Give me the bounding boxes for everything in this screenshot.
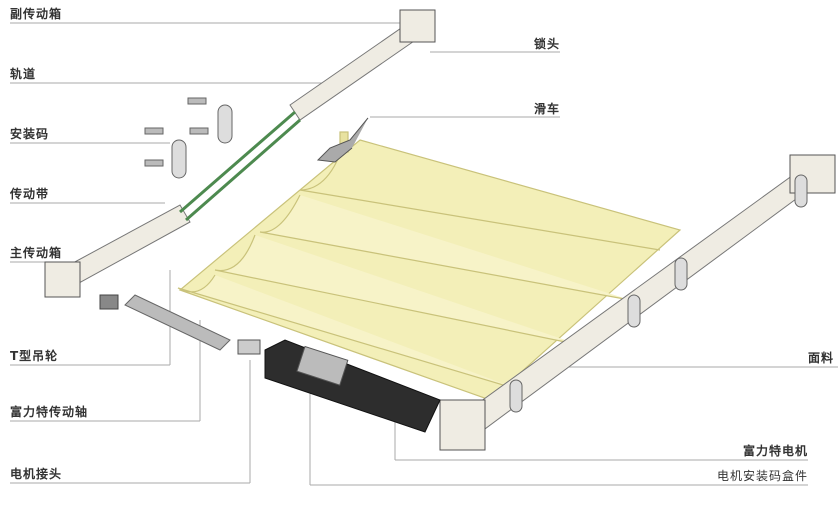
mounting-brackets xyxy=(144,97,233,179)
motor-connector xyxy=(237,339,261,355)
main-transmission-box xyxy=(44,261,81,298)
motor xyxy=(264,339,441,433)
drive-shaft xyxy=(99,294,261,355)
label-t-pulley: T型吊轮 xyxy=(10,349,59,363)
label-drive-shaft: 富力特传动轴 xyxy=(10,405,89,419)
leader-lines xyxy=(10,22,838,486)
label-motor-connector: 电机接头 xyxy=(10,467,63,481)
label-mounting-bracket: 安装码 xyxy=(10,127,50,141)
label-lock: 锁头 xyxy=(533,37,560,51)
label-motor: 富力特电机 xyxy=(742,444,808,458)
label-main-transmission-box: 主传动箱 xyxy=(10,246,63,260)
fabric-panel xyxy=(177,131,682,401)
left-rail xyxy=(44,9,436,298)
label-track: 轨道 xyxy=(10,67,37,81)
label-secondary-transmission-box: 副传动箱 xyxy=(10,7,63,21)
label-trolley: 滑车 xyxy=(533,102,560,116)
label-drive-belt: 传动带 xyxy=(10,187,50,201)
t-pulley xyxy=(99,294,119,310)
secondary-transmission-box xyxy=(399,9,436,43)
right-rail xyxy=(439,154,836,451)
label-fabric: 面料 xyxy=(807,351,834,365)
trolley xyxy=(316,117,369,163)
label-motor-mount-kit: 电机安装码盒件 xyxy=(716,469,808,483)
